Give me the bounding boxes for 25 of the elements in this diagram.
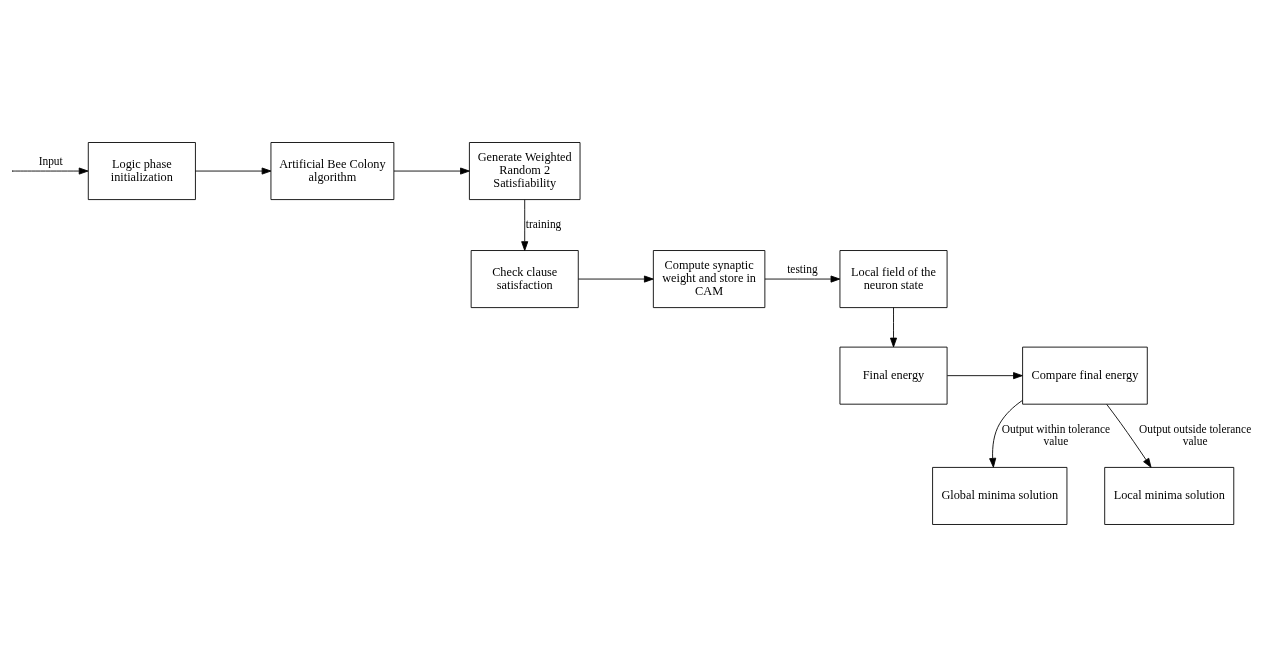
arrow: [577, 275, 654, 283]
edge-label: Output outside tolerance value: [1139, 422, 1252, 447]
arrow: [521, 199, 529, 251]
arrow: [393, 167, 470, 175]
arrow: [764, 275, 841, 283]
node-box: Global minima solution: [932, 466, 1068, 525]
edge-label: Input: [38, 155, 63, 168]
arrow: [12, 167, 89, 175]
node-box: Generate Weighted Random 2 Satisfiability: [468, 142, 581, 201]
arrow: [946, 372, 1023, 380]
node-box: Final energy: [839, 346, 948, 405]
edge-label: Output within tolerance value: [1001, 422, 1111, 447]
node-box: Logic phase initialization: [87, 142, 196, 201]
node-box: Local minima solution: [1104, 466, 1235, 525]
arrow: [195, 167, 272, 175]
edge-label: testing: [787, 263, 818, 276]
arrow: [989, 400, 1023, 468]
node-box: Local field of the neuron state: [839, 250, 948, 309]
node-box: Check clause satisfaction: [470, 250, 579, 309]
arrow: [890, 307, 898, 348]
node-box: Compare final energy: [1022, 346, 1148, 405]
arrow: [1106, 403, 1152, 468]
edge-label: training: [525, 218, 562, 231]
node-box: Artificial Bee Colony algorithm: [270, 142, 395, 201]
node-box: Compute synaptic weight and store in CAM: [652, 250, 766, 309]
